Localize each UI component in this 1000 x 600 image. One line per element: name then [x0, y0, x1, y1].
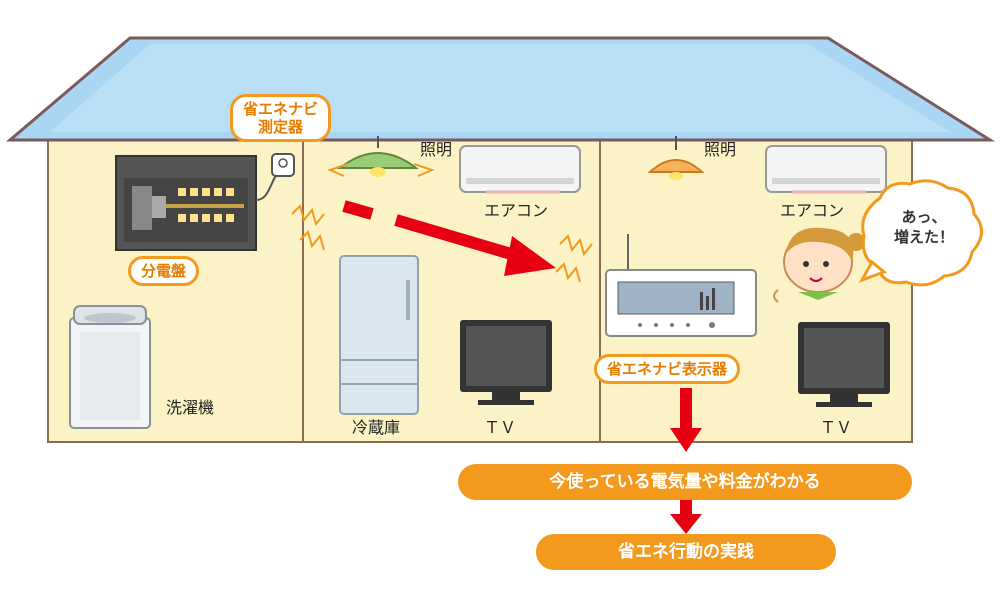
signal-waves	[291, 163, 593, 283]
tv-right-icon	[798, 322, 890, 407]
tv-right-label: ＴＶ	[820, 418, 853, 437]
speech-text: あっ、 増えた！	[893, 208, 954, 246]
speech-bubble	[858, 179, 983, 287]
breaker-panel-icon	[115, 153, 295, 251]
aircon-left-icon	[459, 145, 581, 194]
flow-step-2: 省エネ行動の実践	[536, 534, 836, 570]
ceiling-lamp-right-icon	[647, 136, 705, 180]
lighting-left-label: 照明	[420, 140, 453, 159]
fridge-label: 冷蔵庫	[352, 418, 401, 437]
tv-left-icon	[460, 320, 552, 405]
tv-left-label: ＴＶ	[484, 418, 517, 437]
aircon-right-label: エアコン	[780, 201, 845, 220]
display-device-label: 省エネナビ表示器	[594, 354, 741, 384]
meter-device-label: 省エネナビ 測定器	[230, 94, 332, 142]
flow-step-1: 今使っている電気量や料金がわかる	[458, 464, 912, 500]
lighting-right-label: 照明	[704, 140, 737, 159]
person-icon	[773, 227, 865, 303]
flow-arrows	[670, 388, 702, 534]
signal-arrow	[342, 200, 556, 276]
aircon-left-label: エアコン	[484, 201, 549, 220]
aircon-right-icon	[765, 145, 887, 194]
refrigerator-icon	[339, 255, 419, 415]
washing-machine-icon	[69, 305, 151, 429]
energy-display-device-icon	[605, 234, 757, 337]
ceiling-lamp-left-icon	[337, 136, 419, 177]
washing-machine-label: 洗濯機	[166, 398, 215, 417]
roof-inner	[50, 44, 950, 132]
breaker-panel-label: 分電盤	[128, 256, 200, 286]
